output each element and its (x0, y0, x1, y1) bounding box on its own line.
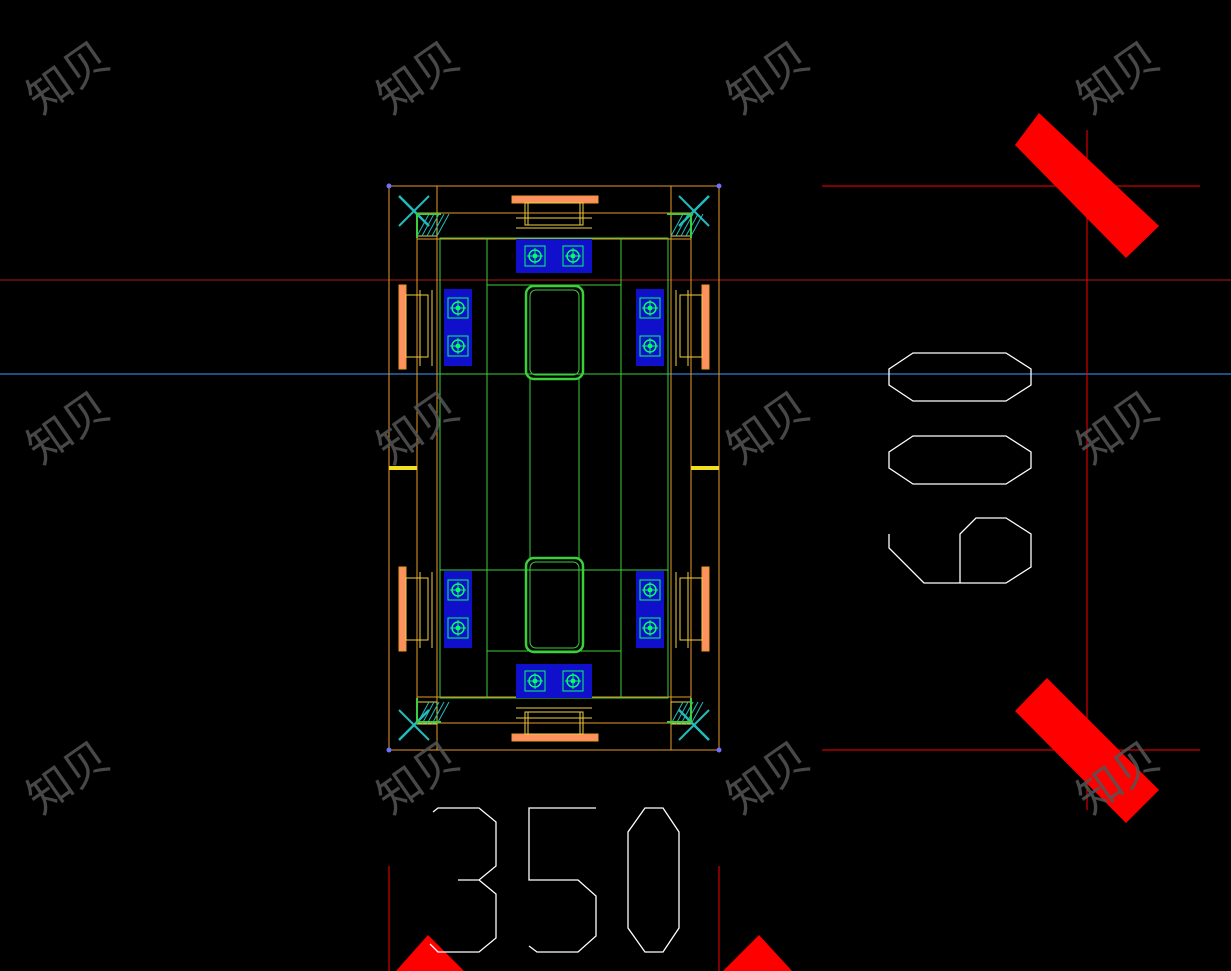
bolt-frame (639, 335, 661, 357)
vertical-dimension (822, 113, 1200, 823)
corner-top-right (667, 183, 722, 238)
watermark-text: 知贝 (368, 382, 469, 474)
left-side-marker (389, 466, 417, 470)
corner-cross (678, 195, 710, 227)
horizontal-dimension (388, 807, 792, 971)
right-pad-lower (675, 566, 710, 652)
corner-cross (398, 709, 430, 741)
bolt-frame (447, 335, 469, 357)
watermark-text: 知贝 (718, 32, 819, 124)
top-pad-plate (511, 195, 599, 229)
corner-hatch-line (426, 701, 440, 725)
corner-node (386, 747, 392, 753)
watermark-text: 知贝 (18, 32, 119, 124)
bolt-frame (639, 579, 661, 601)
corner-hatch-line (436, 213, 450, 237)
watermark-text: 知贝 (1068, 32, 1169, 124)
corner-hatch-line (431, 701, 445, 725)
watermark-text: 知贝 (718, 382, 819, 474)
vertical-dim-text (888, 352, 1032, 584)
corner-node (386, 183, 392, 189)
watermark-layer: 知贝知贝知贝知贝知贝知贝知贝知贝知贝知贝知贝知贝 (18, 32, 1169, 824)
bolt-frame (562, 670, 584, 692)
bolt-frame (447, 579, 469, 601)
corner-hatch-line (431, 213, 445, 237)
watermark-text: 知贝 (1068, 382, 1169, 474)
central-web-lines (529, 379, 580, 558)
horizontal-dim-tick-right (723, 935, 792, 971)
bolt-frame (639, 617, 661, 639)
right-side-marker (691, 466, 719, 470)
corner-hatch-line (690, 701, 704, 725)
bearing-blocks (444, 239, 664, 698)
bearing-top (516, 239, 592, 273)
watermark-text: 知贝 (368, 32, 469, 124)
corner-brackets (386, 183, 722, 753)
left-pad-upper (398, 284, 433, 370)
watermark-text: 知贝 (18, 732, 119, 824)
left-pad-lower (398, 566, 433, 652)
corner-hatch-line (421, 701, 435, 725)
vertical-dim-tick-bottom (1015, 678, 1159, 823)
corner-node (716, 183, 722, 189)
horizontal-dim-tick-left (396, 935, 464, 971)
bolt-frame (447, 617, 469, 639)
central-section-upper (524, 284, 585, 381)
bolt-frame (524, 245, 546, 267)
right-pad-upper (675, 284, 710, 370)
corner-bottom-right (667, 698, 722, 753)
bearing-left-lower (444, 571, 472, 648)
bolt-frame (447, 297, 469, 319)
bearing-right-lower (636, 571, 664, 648)
corner-node (716, 747, 722, 753)
central-section-lower (524, 556, 585, 654)
corner-hatch-line (670, 701, 684, 725)
bolt-frame (524, 670, 546, 692)
bolt-frame (562, 245, 584, 267)
corner-hatch-line (670, 213, 684, 237)
bolt-frame (639, 297, 661, 319)
horizontal-dim-text (429, 807, 680, 953)
corner-cross (398, 195, 430, 227)
bearing-left-upper (444, 289, 472, 366)
inner-green-structure (439, 237, 669, 699)
corner-top-left (386, 183, 450, 238)
corner-hatch-line (416, 213, 430, 237)
watermark-text: 知贝 (368, 732, 469, 824)
bottom-pad-plate (511, 707, 599, 742)
watermark-text: 知贝 (18, 382, 119, 474)
bearing-right-upper (636, 289, 664, 366)
vertical-dim-tick-top (1015, 113, 1159, 258)
watermark-text: 知贝 (718, 732, 819, 824)
corner-hatch-line (436, 701, 450, 725)
corner-cross (678, 709, 710, 741)
corner-bottom-left (386, 698, 450, 753)
corner-hatch-line (426, 213, 440, 237)
bearing-bottom (516, 664, 592, 698)
